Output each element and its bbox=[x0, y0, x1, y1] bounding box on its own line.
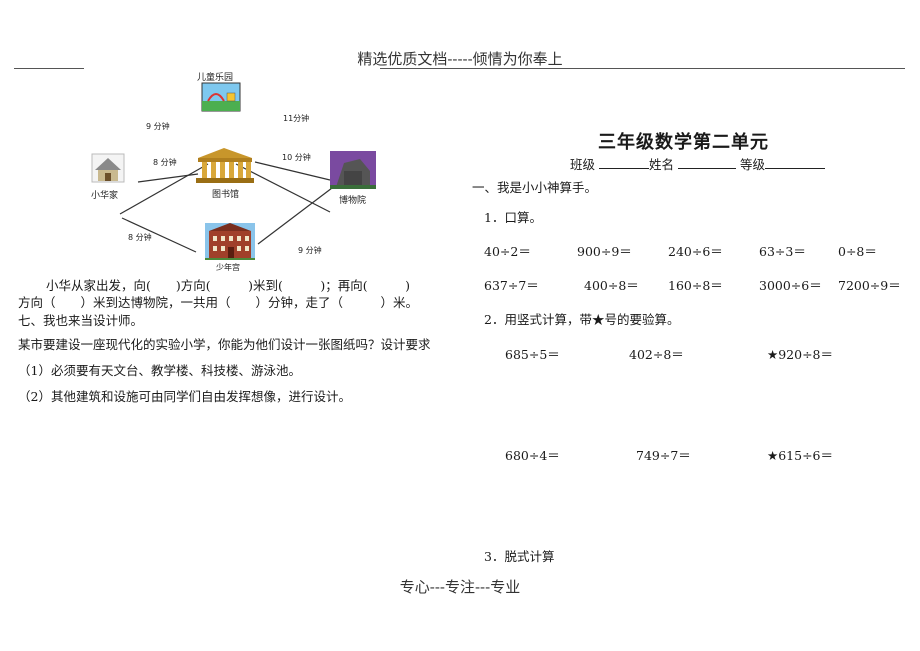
vertical-problem: ★920÷8＝ bbox=[767, 347, 833, 362]
time-palace-museum: 9 分钟 bbox=[298, 246, 322, 255]
oral-problem: 400÷8＝ bbox=[584, 278, 639, 293]
route-palace-museum bbox=[257, 187, 333, 245]
oral-problem: 0÷8＝ bbox=[838, 244, 877, 259]
grade-label: 等级 bbox=[739, 157, 765, 172]
route-library-museum bbox=[254, 161, 331, 181]
label-playground: 儿童乐园 bbox=[197, 73, 234, 83]
map-question-line1: 小华从家出发，向( )方向( )米到( )；再向( ) bbox=[46, 278, 411, 293]
worksheet-title: 三年级数学第二单元 bbox=[598, 132, 769, 153]
oral-problem: 900÷9＝ bbox=[577, 244, 632, 259]
header-rule-left bbox=[14, 68, 84, 69]
requirement-2: （2）其他建筑和设施可由同学们自由发挥想像，进行设计。 bbox=[18, 389, 351, 404]
label-museum: 博物院 bbox=[339, 196, 367, 206]
map-question-line2: 方向（ ）米到达博物院，一共用（ ）分钟，走了（ ）米。 bbox=[18, 295, 419, 310]
oral-problem: 160÷8＝ bbox=[668, 278, 723, 293]
header-rule-right bbox=[380, 68, 905, 69]
time-home-palace: 8 分钟 bbox=[128, 233, 152, 242]
name-blank[interactable] bbox=[678, 168, 736, 169]
route-home-palace bbox=[121, 217, 197, 253]
vertical-problem: 402÷8＝ bbox=[629, 347, 684, 362]
class-label: 班级 bbox=[570, 157, 596, 172]
route-home-library bbox=[137, 173, 199, 183]
student-info-line: 班级 姓名 等级 bbox=[570, 154, 825, 173]
vertical-problem: ★615÷6＝ bbox=[767, 448, 833, 463]
oral-problem: 3000÷6＝ bbox=[759, 278, 822, 293]
section1-title: 一、我是小小神算手。 bbox=[472, 180, 598, 195]
section7-intro: 某市要建设一座现代化的实验小学，你能为他们设计一张图纸吗？设计要求 bbox=[18, 337, 431, 352]
sub2-title: 2．用竖式计算，带★号的要验算。 bbox=[484, 312, 680, 327]
oral-problem: 240÷6＝ bbox=[668, 244, 723, 259]
vertical-problem: 680÷4＝ bbox=[505, 448, 560, 463]
oral-problem: 7200÷9＝ bbox=[838, 278, 901, 293]
vertical-problem: 685÷5＝ bbox=[505, 347, 560, 362]
route-home-playground bbox=[119, 163, 209, 215]
page-header: 精选优质文档-----倾情为你奉上 bbox=[357, 50, 563, 68]
route-playground-museum bbox=[235, 163, 331, 213]
route-map bbox=[91, 82, 376, 260]
label-library: 图书馆 bbox=[212, 190, 240, 200]
sub3-title: 3．脱式计算 bbox=[484, 549, 555, 564]
requirement-1: （1）必须要有天文台、教学楼、科技楼、游泳池。 bbox=[18, 363, 301, 378]
label-youth-palace: 少年宫 bbox=[216, 263, 240, 272]
name-label: 姓名 bbox=[649, 157, 675, 172]
oral-problem: 40÷2＝ bbox=[484, 244, 531, 259]
time-playground-museum: 11分钟 bbox=[283, 114, 310, 123]
time-library-museum: 10 分钟 bbox=[282, 153, 311, 162]
time-home-library: 8 分钟 bbox=[153, 158, 177, 167]
grade-blank[interactable] bbox=[765, 168, 825, 169]
museum-icon bbox=[330, 151, 376, 189]
youth-palace-icon bbox=[205, 223, 255, 260]
section7-title: 七、我也来当设计师。 bbox=[18, 313, 144, 328]
class-blank[interactable] bbox=[599, 168, 649, 169]
route-lines bbox=[119, 161, 333, 253]
playground-icon bbox=[201, 82, 241, 112]
library-icon bbox=[196, 148, 254, 183]
page-footer: 专心---专注---专业 bbox=[399, 578, 521, 596]
label-home: 小华家 bbox=[91, 191, 119, 201]
oral-problem: 637÷7＝ bbox=[484, 278, 539, 293]
oral-problem: 63÷3＝ bbox=[759, 244, 806, 259]
home-icon bbox=[91, 153, 125, 183]
sub1-title: 1．口算。 bbox=[484, 210, 542, 225]
vertical-problem: 749÷7＝ bbox=[636, 448, 691, 463]
time-home-playground: 9 分钟 bbox=[146, 122, 170, 131]
